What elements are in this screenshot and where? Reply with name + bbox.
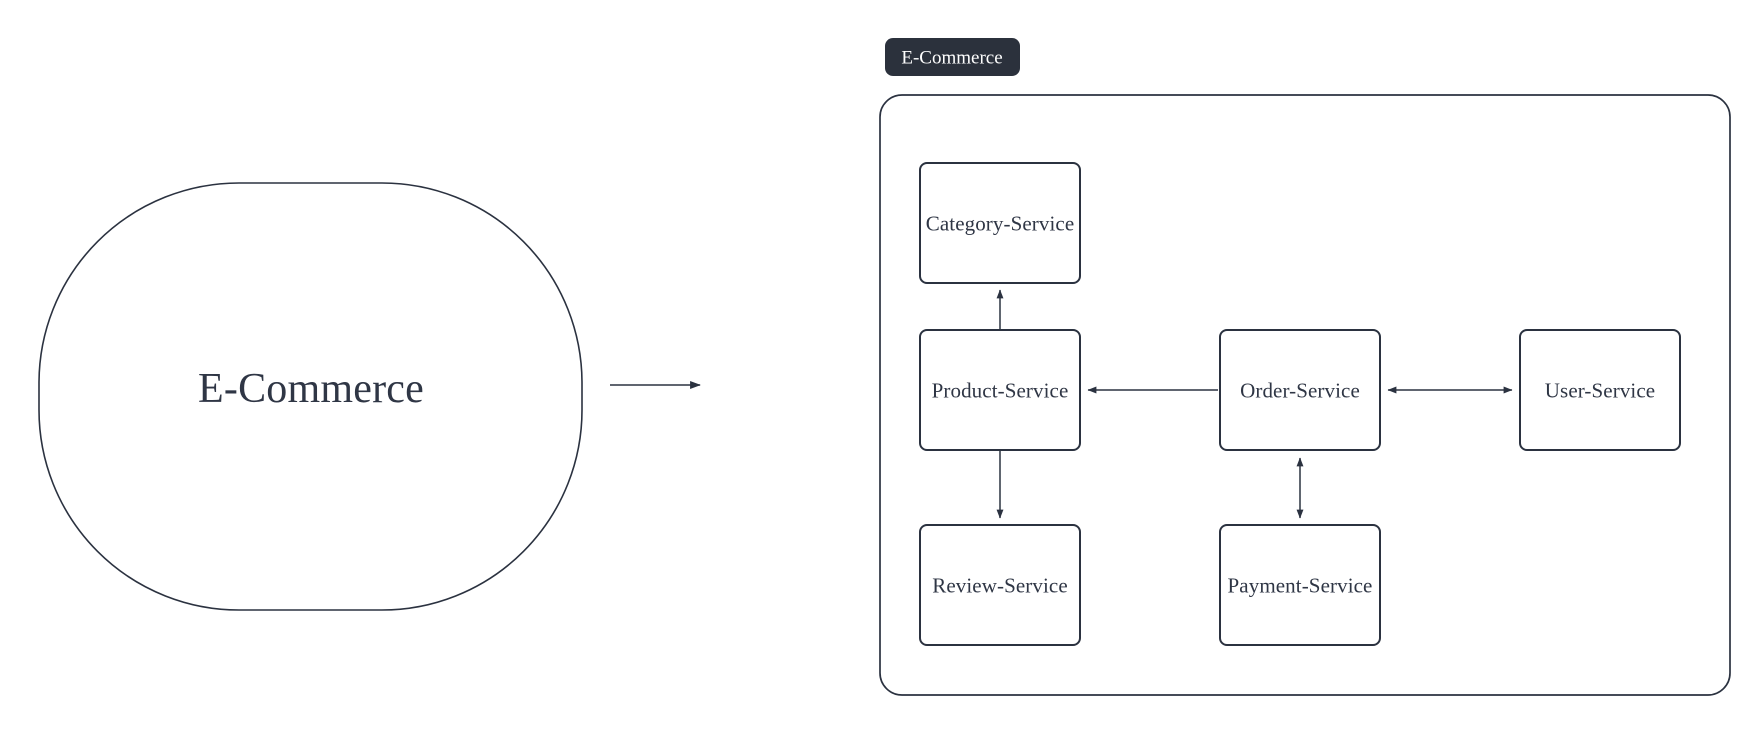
monolith-node[interactable] — [38, 182, 583, 611]
service-box-order[interactable] — [1219, 329, 1381, 451]
service-box-user[interactable] — [1519, 329, 1681, 451]
service-box-payment[interactable] — [1219, 524, 1381, 646]
service-box-product[interactable] — [919, 329, 1081, 451]
service-box-review[interactable] — [919, 524, 1081, 646]
monolith-shape — [38, 182, 583, 611]
service-box-category[interactable] — [919, 162, 1081, 284]
container-badge-pill[interactable] — [885, 38, 1020, 76]
